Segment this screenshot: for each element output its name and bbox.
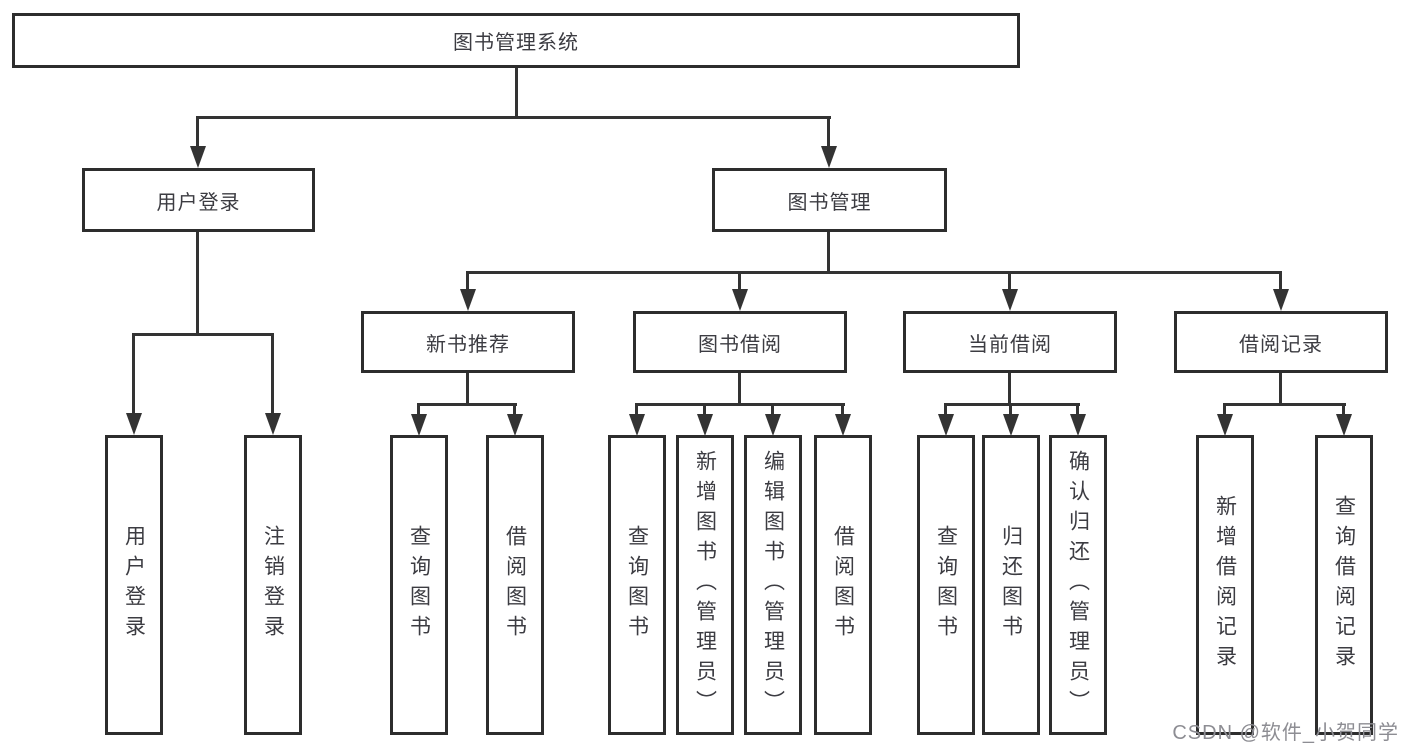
leaf-label: 查询图书 (407, 525, 431, 645)
arrow-down-icon (1336, 414, 1352, 436)
leaf-label: 查询图书 (934, 525, 958, 645)
node-label: 图书管理系统 (453, 32, 579, 54)
arrow-down-icon (411, 414, 427, 436)
leaf-confirm-return-admin: 确认归还（管理员） (1049, 435, 1107, 735)
connector-line (513, 403, 516, 416)
csdn-watermark: CSDN @软件_小贺同学 (1172, 722, 1399, 744)
connector-line (271, 333, 274, 413)
connector-line (635, 403, 638, 416)
leaf-borrow-books: 借阅图书 (814, 435, 872, 735)
arrow-down-icon (821, 146, 837, 168)
node-current-borrowing: 当前借阅 (903, 311, 1117, 373)
node-label: 图书管理 (787, 191, 872, 214)
connector-line (132, 333, 274, 336)
connector-line (132, 333, 135, 413)
connector-line (1279, 271, 1282, 291)
leaf-query-borrow-record: 查询借阅记录 (1315, 435, 1373, 735)
connector-line (944, 403, 947, 416)
leaf-label: 确认归还（管理员） (1066, 450, 1090, 720)
connector-line (738, 271, 741, 291)
node-borrow-records: 借阅记录 (1174, 311, 1388, 373)
leaf-label: 编辑图书（管理员） (761, 450, 785, 720)
connector-line (827, 232, 830, 273)
leaf-edit-books-admin: 编辑图书（管理员） (744, 435, 802, 735)
connector-line (196, 232, 199, 335)
node-label: 用户登录 (156, 191, 241, 214)
leaf-borrow-books-recommend: 借阅图书 (486, 435, 544, 735)
connector-line (466, 271, 469, 291)
connector-line (827, 116, 830, 148)
arrow-down-icon (126, 413, 142, 435)
connector-line (841, 403, 844, 416)
arrow-down-icon (507, 414, 523, 436)
connector-line (738, 373, 741, 405)
connector-line (417, 403, 517, 406)
leaf-return-books: 归还图书 (982, 435, 1040, 735)
leaf-label: 注销登录 (261, 525, 285, 645)
node-label: 图书借阅 (698, 333, 782, 356)
node-book-borrowing: 图书借阅 (633, 311, 847, 373)
connector-line (466, 373, 469, 405)
arrow-down-icon (460, 289, 476, 311)
leaf-query-books-borrowing: 查询图书 (608, 435, 666, 735)
node-root-system: 图书管理系统 (12, 13, 1020, 68)
leaf-add-borrow-record: 新增借阅记录 (1196, 435, 1254, 735)
arrow-down-icon (835, 414, 851, 436)
arrow-down-icon (629, 414, 645, 436)
arrow-down-icon (1070, 414, 1086, 436)
leaf-label: 新增图书（管理员） (693, 450, 717, 720)
leaf-query-books-recommend: 查询图书 (390, 435, 448, 735)
leaf-label: 新增借阅记录 (1213, 495, 1237, 675)
node-label: 借阅记录 (1239, 333, 1323, 356)
node-label: 新书推荐 (426, 333, 510, 356)
connector-line (1223, 403, 1346, 406)
leaf-label: 查询借阅记录 (1332, 495, 1356, 675)
leaf-logout: 注销登录 (244, 435, 302, 735)
connector-line (944, 403, 1080, 406)
connector-line (466, 271, 1282, 274)
connector-line (515, 68, 518, 118)
leaf-label: 归还图书 (999, 525, 1023, 645)
arrow-down-icon (1002, 289, 1018, 311)
node-book-management: 图书管理 (712, 168, 947, 232)
leaf-user-login: 用户登录 (105, 435, 163, 735)
node-new-book-recommend: 新书推荐 (361, 311, 575, 373)
leaf-query-books-current: 查询图书 (917, 435, 975, 735)
connector-line (1009, 403, 1012, 416)
leaf-label: 借阅图书 (831, 525, 855, 645)
node-user-login: 用户登录 (82, 168, 315, 232)
arrow-down-icon (938, 414, 954, 436)
connector-line (703, 403, 706, 416)
connector-line (1008, 271, 1011, 291)
arrow-down-icon (765, 414, 781, 436)
node-label: 当前借阅 (968, 333, 1052, 356)
arrow-down-icon (697, 414, 713, 436)
connector-line (635, 403, 845, 406)
connector-line (196, 116, 199, 148)
leaf-label: 借阅图书 (503, 525, 527, 645)
connector-line (196, 116, 831, 119)
connector-line (771, 403, 774, 416)
arrow-down-icon (1273, 289, 1289, 311)
connector-line (1342, 403, 1345, 416)
connector-line (417, 403, 420, 416)
connector-line (1076, 403, 1079, 416)
arrow-down-icon (190, 146, 206, 168)
leaf-label: 查询图书 (625, 525, 649, 645)
arrow-down-icon (1003, 414, 1019, 436)
connector-line (1008, 373, 1011, 405)
arrow-down-icon (732, 289, 748, 311)
connector-line (1279, 373, 1282, 405)
leaf-label: 用户登录 (122, 525, 146, 645)
leaf-add-books-admin: 新增图书（管理员） (676, 435, 734, 735)
arrow-down-icon (265, 413, 281, 435)
arrow-down-icon (1217, 414, 1233, 436)
connector-line (1223, 403, 1226, 416)
